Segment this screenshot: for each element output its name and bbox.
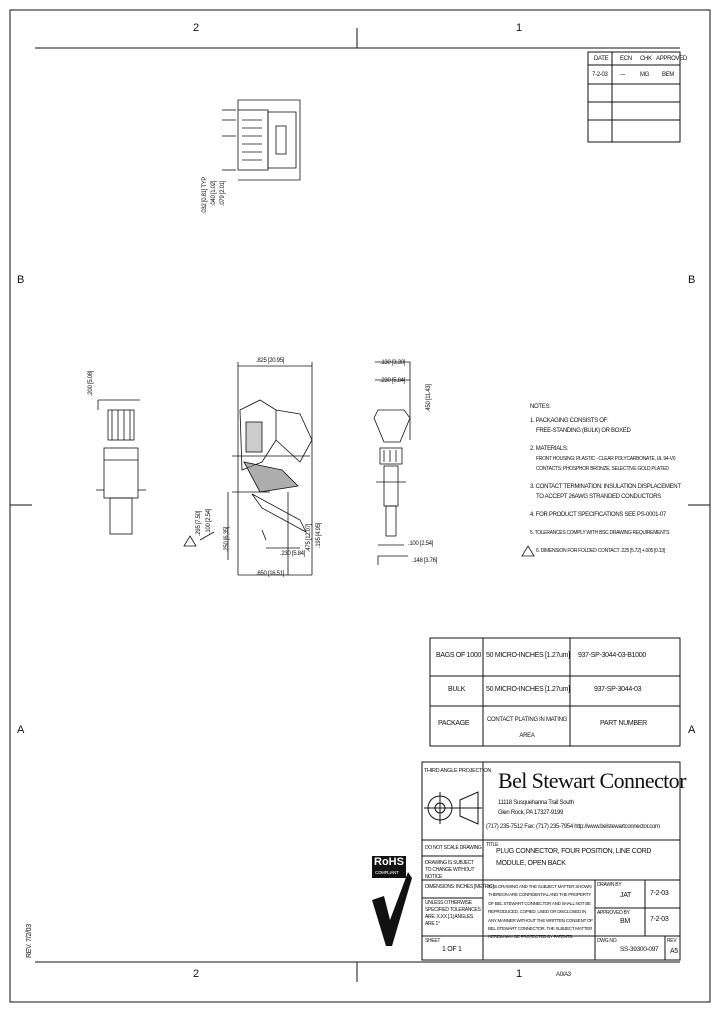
order-cell: 937-SP-3044-03-B1000	[578, 652, 646, 659]
note-line: CONTACTS: PHOSPHOR BRONZE, SELECTIVE GOL…	[536, 466, 669, 472]
rev-header-chk: CHK	[640, 56, 652, 62]
dim-center-3: .100 [2.54]	[206, 508, 212, 534]
note-line: 3. CONTACT TERMINATION: INSULATION DISPL…	[530, 484, 681, 490]
zone-label-bottom-left: 2	[193, 968, 200, 980]
rev-cell-date: 7-2-03	[592, 72, 608, 78]
drawn-date: 7-2-03	[650, 890, 669, 897]
note-line: 2. MATERIALS:	[530, 446, 569, 452]
zone-label-top-right: 1	[516, 22, 523, 34]
rohs-logo-graphic	[372, 856, 412, 946]
zone-label-b-left: B	[17, 274, 25, 286]
rev-value: A5	[670, 948, 678, 955]
tolerances-label: UNLESS OTHERWISE SPECIFIED TOLERANCES AR…	[425, 900, 481, 927]
dim-right-2: .230 [5.84]	[380, 378, 406, 384]
order-cell: 937-SP-3044-03	[594, 686, 642, 693]
dim-center-5: .230 [5.84]	[280, 551, 306, 557]
company-address: 11118 Susquehanna Trail South	[498, 800, 574, 806]
company-address: (717) 235-7512 Fax: (717) 235-7954 http:…	[486, 824, 660, 830]
dim-center-7: .650 [16.51]	[256, 571, 285, 577]
dim-right-5: .148 [3.76]	[412, 558, 438, 564]
rev-header-date: DATE	[594, 56, 609, 62]
note-line: 5. TOLERANCES COMPLY WITH BSC DRAWING RE…	[530, 530, 670, 536]
approved-date: 7-2-03	[650, 916, 669, 923]
note-line: 4. FOR PRODUCT SPECIFICATIONS SEE PS-000…	[530, 512, 666, 518]
dim-top-3: .079 [2.01]	[220, 180, 226, 206]
sheet-value: 1 OF 1	[442, 946, 462, 953]
third-angle-projection-label: THIRD ANGLE PROJECTION	[424, 768, 492, 774]
footer-code: A0/A3	[556, 972, 571, 978]
outer-border	[9, 9, 711, 1003]
dim-center-4: .250 [6.35]	[224, 526, 230, 552]
zone-label-a-left: A	[17, 724, 25, 736]
dwg-no-label: DWG NO.	[597, 938, 618, 944]
drawn-by-label: DRAWN BY	[597, 882, 622, 888]
center-view	[199, 362, 313, 576]
dim-left-view: .200 [5.08]	[88, 370, 94, 396]
note-line: TO ACCEPT 26AWG STRANDED CONDUCTORS	[536, 494, 661, 500]
rohs-logo-sub: COMPLIANT	[375, 870, 399, 875]
note-line: 6. DIMENSION FOR FOLDED CONTACT .225 [5.…	[536, 548, 665, 554]
drawn-by-value: JAT	[620, 892, 632, 899]
note-line: FREE-STANDING (BULK) OR BOXED	[536, 428, 631, 434]
approved-by-value: BM	[620, 918, 630, 925]
zone-label-top-left: 2	[193, 22, 200, 34]
company-address: Glen Rock, PA 17327-9199	[498, 810, 564, 816]
subject-to-change-label: DRAWING IS SUBJECT TO CHANGE WITHOUT NOT…	[425, 860, 475, 880]
dim-right-4: .100 [2.54]	[408, 541, 434, 547]
dim-top-1: .032 [0.81] TYP	[202, 176, 208, 214]
dim-center-6: .475 [12.07]	[306, 523, 312, 552]
rev-cell-approved: BEM	[662, 72, 675, 78]
order-cell: PART NUMBER	[600, 720, 647, 727]
sheet-label: SHEET	[425, 938, 441, 944]
order-cell: 50 MICRO-INCHES [1.27um]	[486, 652, 570, 659]
rev-header-ecn: ECN	[620, 56, 632, 62]
zone-label-b-right: B	[688, 274, 696, 286]
dim-top-2: .040 [1.02]	[211, 180, 217, 206]
title-label: TITLE	[486, 842, 499, 848]
order-cell: 50 MICRO-INCHES [1.27um]	[486, 686, 570, 693]
drawing-title: PLUG CONNECTOR, FOUR POSITION, LINE CORD…	[496, 848, 652, 867]
left-view	[96, 399, 146, 535]
zone-label-a-right: A	[688, 724, 696, 736]
do-not-scale-label: DO NOT SCALE DRAWING	[425, 845, 482, 851]
note-line: 1. PACKAGING CONSISTS OF:	[530, 418, 609, 424]
dimensions-label: DIMENSIONS: INCHES [METRIC]	[425, 884, 494, 890]
rev-label: REV	[667, 938, 677, 944]
revision-stamp: REV. 7/2/03	[26, 924, 33, 958]
confidential-notice: THIS DRAWING AND THE SUBJECT MATTER SHOW…	[488, 884, 593, 940]
right-view	[373, 361, 411, 565]
notes-title: NOTES:	[530, 404, 551, 410]
company-name: Bel Stewart Connector	[498, 768, 686, 793]
rev-cell-chk: MG	[640, 72, 650, 78]
top-view	[222, 99, 301, 181]
order-cell: BAGS OF 1000	[436, 652, 482, 659]
rev-header-approved: APPROVED	[656, 56, 687, 62]
order-cell: BULK	[448, 686, 466, 693]
dim-center-2: .295 [7.50]	[196, 510, 202, 536]
zone-label-bottom-right: 1	[516, 968, 523, 980]
approved-by-label: APPROVED BY	[597, 910, 630, 916]
rev-cell-ecn: ---	[620, 72, 626, 78]
dim-right-3: .450 [11.43]	[426, 384, 432, 412]
dim-center-8: .195 [4.95]	[316, 522, 322, 548]
order-cell: PACKAGE	[438, 720, 470, 727]
dim-right-1: .130 [3.30]	[380, 360, 406, 366]
dim-center-top: .825 [20.95]	[256, 358, 285, 364]
dwg-no-value: SS-39300-097	[620, 946, 659, 953]
rohs-logo-text: RoHS	[374, 856, 404, 868]
order-cell: CONTACT PLATING IN MATING AREA	[486, 717, 568, 739]
note-line: FRONT HOUSING: PLASTIC - CLEAR POLYCARBO…	[536, 456, 676, 462]
